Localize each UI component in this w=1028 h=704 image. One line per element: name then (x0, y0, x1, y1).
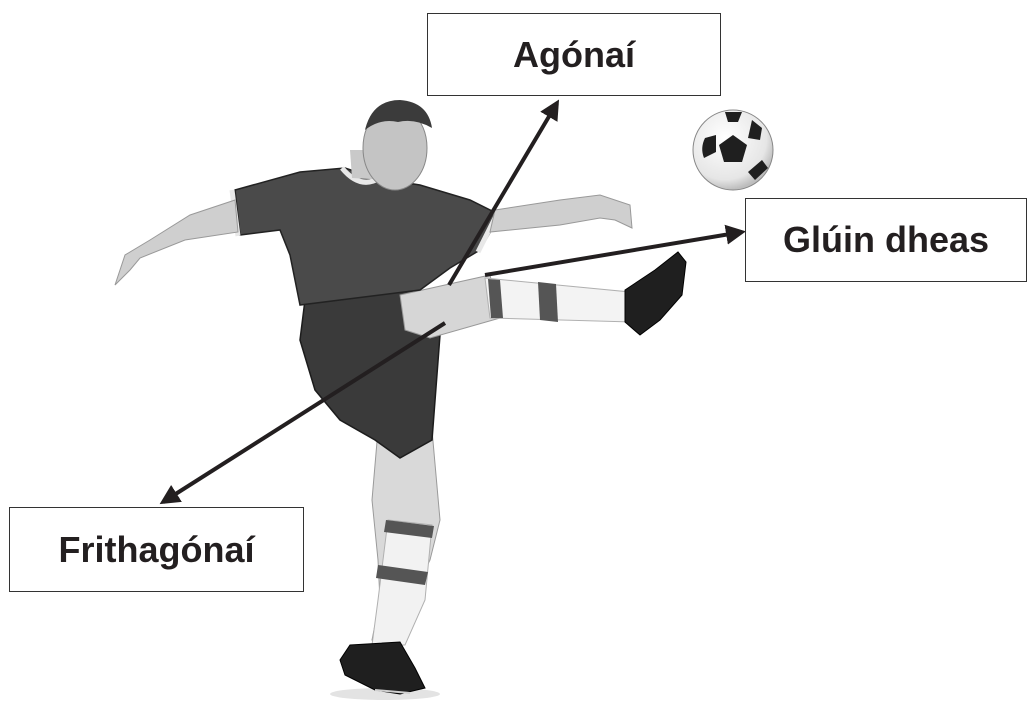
standing-leg (371, 429, 441, 646)
agonist-label-box: Agónaí (427, 13, 721, 96)
kicking-boot (624, 251, 687, 336)
left-arm (114, 199, 239, 286)
arrow-to-antagonist (159, 321, 447, 505)
right-knee-label: Glúin dheas (782, 219, 990, 260)
agonist-label: Agónaí (513, 33, 635, 75)
right-arm (489, 194, 633, 233)
kicking-leg (399, 274, 633, 339)
arrow-to-right-knee (484, 224, 746, 277)
football (692, 109, 774, 191)
right-knee-label-box: Glúin dheas (745, 198, 1027, 282)
antagonist-label: Frithagónaí (58, 528, 255, 570)
standing-boot (339, 641, 426, 695)
arrow-to-agonist (447, 99, 560, 287)
hair (365, 100, 432, 130)
antagonist-label-box: Frithagónaí (9, 507, 304, 592)
